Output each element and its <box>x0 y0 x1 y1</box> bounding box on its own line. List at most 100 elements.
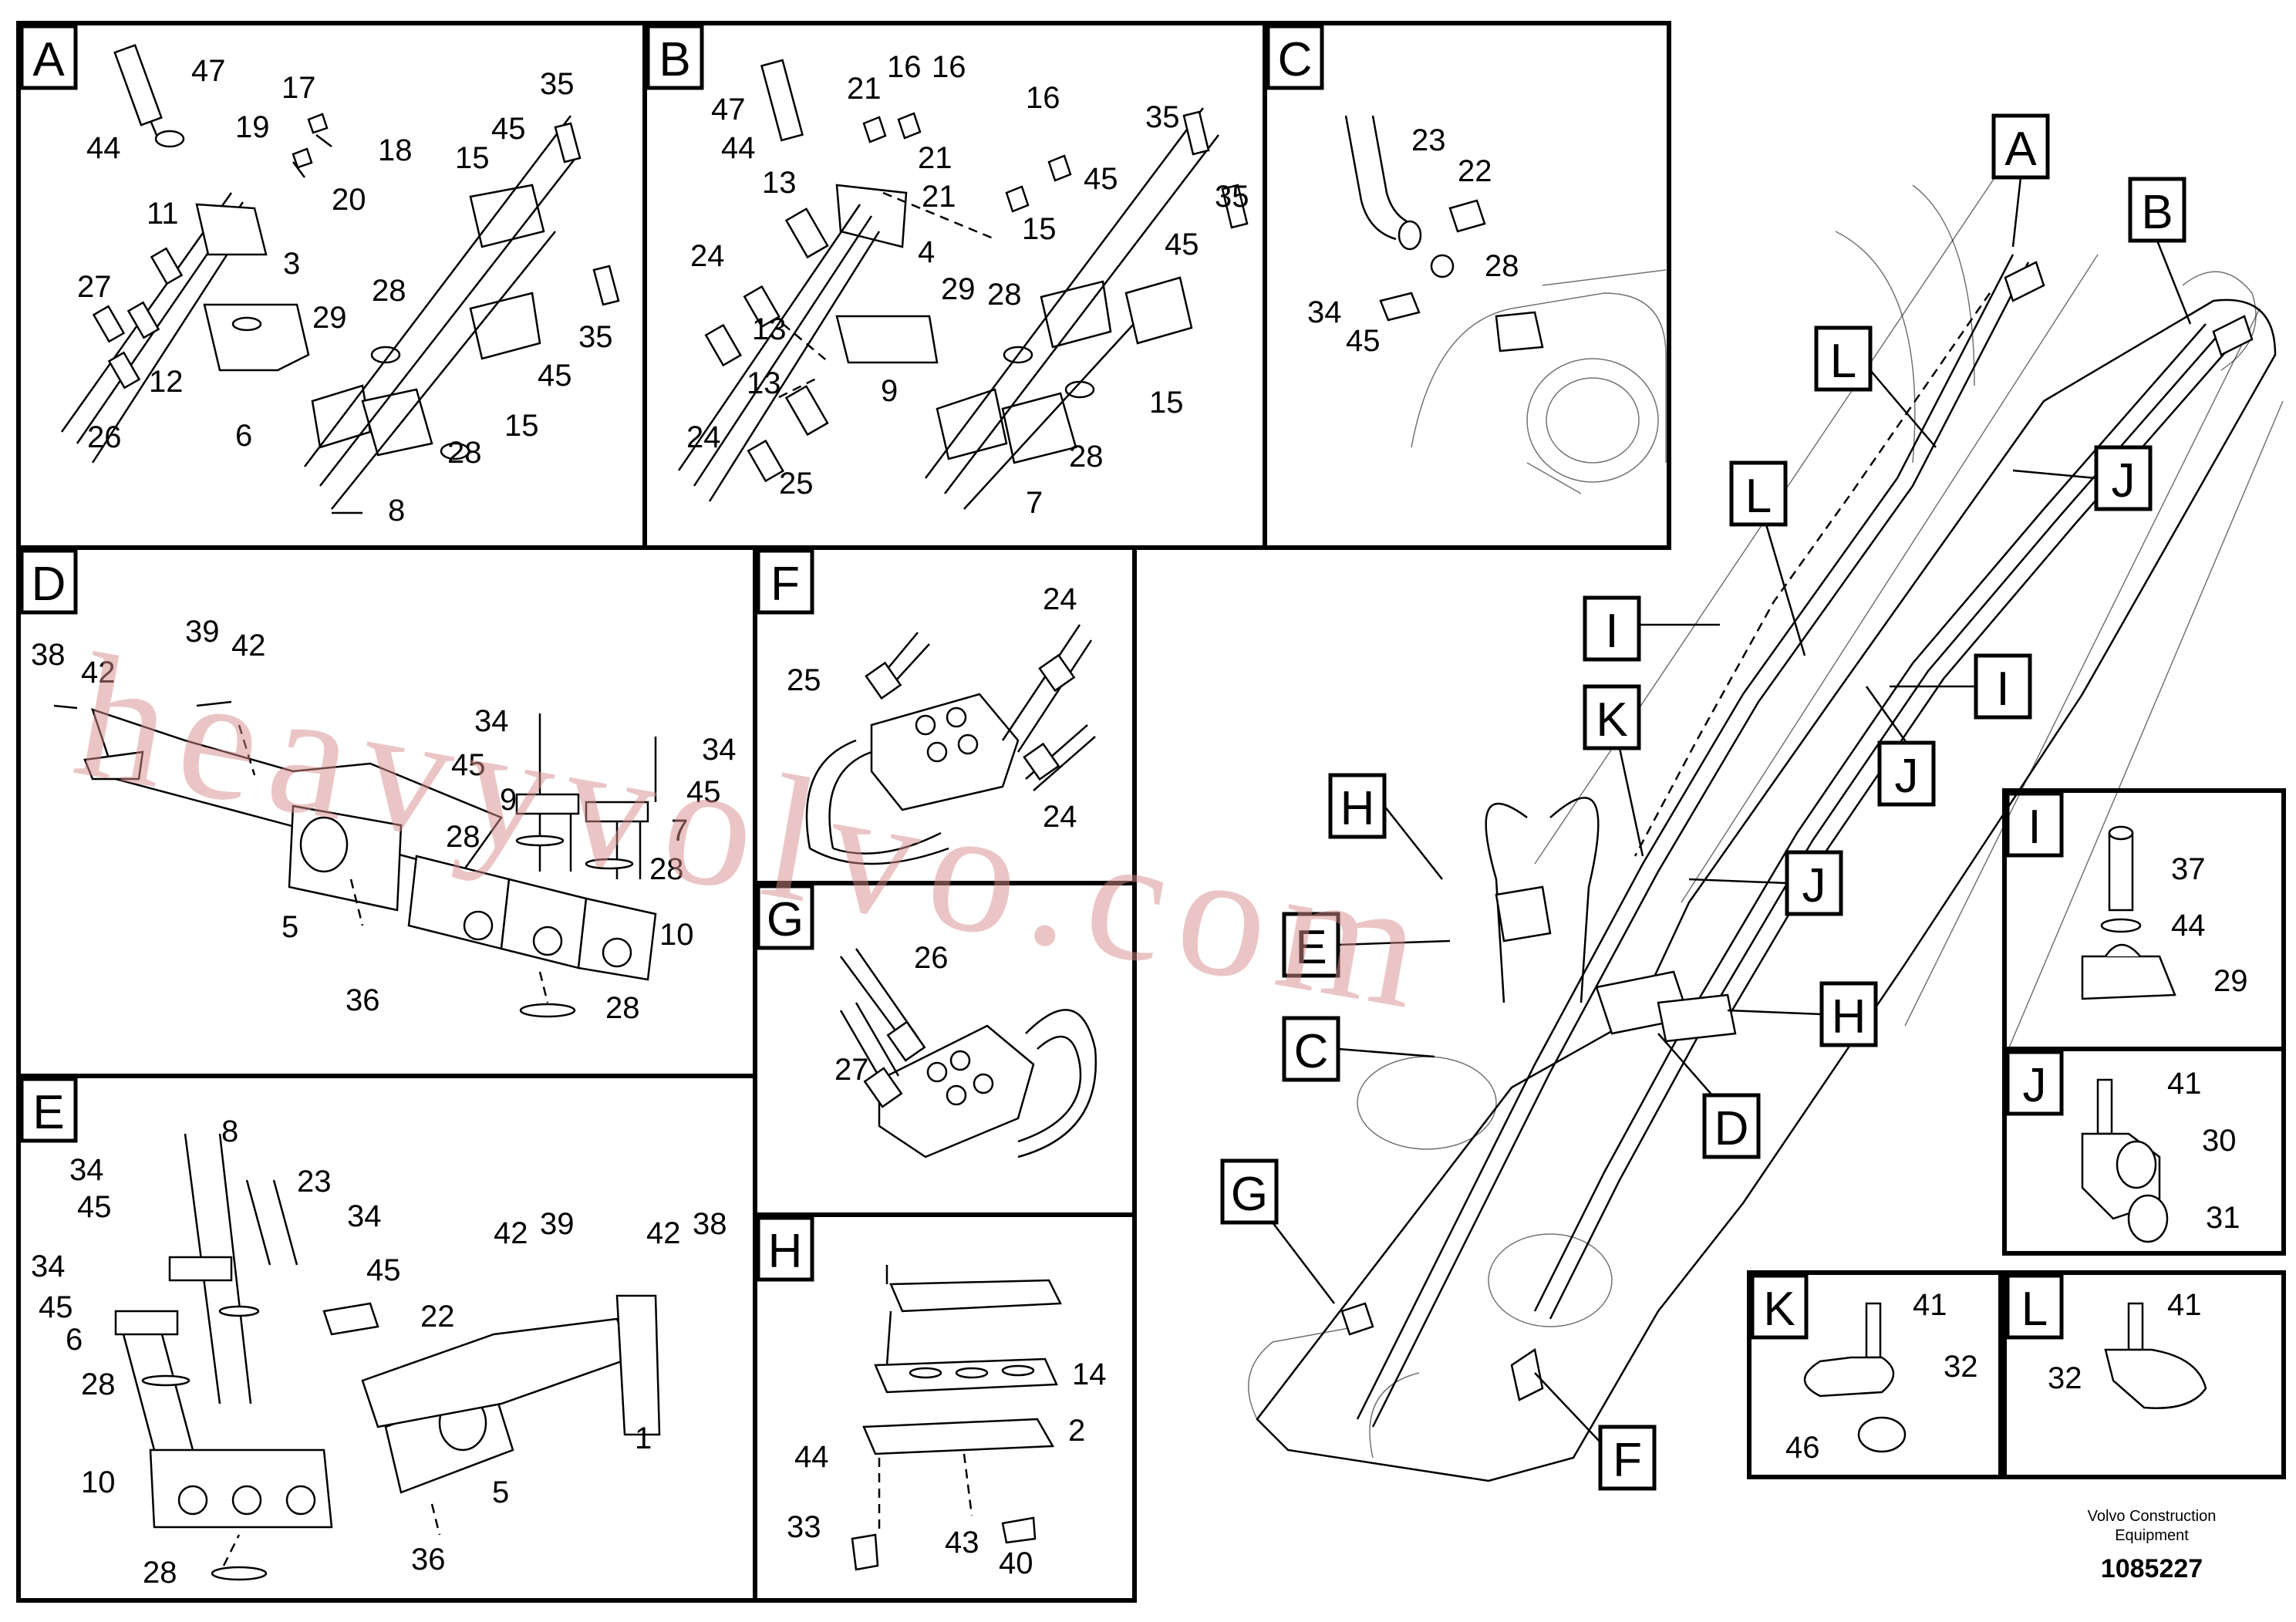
panel-l-drawing <box>2104 1302 2207 1409</box>
svg-text:26: 26 <box>87 420 122 454</box>
svg-text:7: 7 <box>671 814 688 848</box>
svg-text:24: 24 <box>686 420 721 454</box>
svg-text:K: K <box>1596 693 1627 747</box>
svg-text:18: 18 <box>378 133 413 167</box>
svg-text:22: 22 <box>420 1300 455 1334</box>
svg-text:13: 13 <box>752 312 787 346</box>
callout-b: B <box>2128 177 2192 325</box>
svg-text:9: 9 <box>500 783 517 817</box>
svg-text:34: 34 <box>31 1249 66 1283</box>
panel-a-drawing <box>60 43 620 514</box>
callout-h-upper: H <box>1328 773 1443 880</box>
svg-text:45: 45 <box>1346 324 1381 358</box>
panel-k-tag: K <box>1750 1273 1809 1340</box>
svg-text:5: 5 <box>282 910 298 944</box>
callout-c: C <box>1282 1016 1435 1082</box>
svg-text:37: 37 <box>2171 852 2206 886</box>
svg-text:L: L <box>2021 1283 2048 1336</box>
svg-text:28: 28 <box>987 278 1022 312</box>
svg-text:21: 21 <box>847 72 882 106</box>
panel-h-drawing <box>851 1265 1062 1571</box>
svg-text:46: 46 <box>1785 1431 1820 1465</box>
svg-text:5: 5 <box>492 1475 509 1509</box>
svg-text:E: E <box>32 1086 64 1139</box>
svg-text:34: 34 <box>1307 295 1342 329</box>
callout-l-upper: L <box>1814 325 1937 448</box>
svg-text:45: 45 <box>451 748 486 782</box>
footer-company-line-1: Volvo Construction <box>2088 1508 2217 1525</box>
svg-text:1: 1 <box>635 1421 652 1455</box>
panel-k-frame <box>1747 1270 2003 1479</box>
svg-text:7: 7 <box>1026 486 1043 520</box>
svg-text:24: 24 <box>1043 800 1077 834</box>
svg-text:24: 24 <box>690 239 725 273</box>
svg-text:6: 6 <box>66 1323 83 1357</box>
svg-text:43: 43 <box>945 1526 979 1560</box>
panel-c-labels: 23 22 28 34 45 <box>1307 123 1519 358</box>
svg-text:E: E <box>1295 921 1327 974</box>
panel-b-labels: 16 16 21 47 44 21 16 35 13 21 45 15 24 4… <box>686 50 1249 520</box>
callout-j-upper: J <box>2012 445 2153 511</box>
panel-l-labels: 41 32 <box>2048 1288 2202 1395</box>
svg-text:A: A <box>32 33 65 86</box>
svg-text:27: 27 <box>77 270 112 304</box>
svg-text:23: 23 <box>1411 123 1446 157</box>
panel-g-tag: G <box>756 884 814 950</box>
svg-text:42: 42 <box>646 1216 681 1250</box>
svg-text:39: 39 <box>185 615 220 649</box>
callout-j-lower: J <box>1688 850 1843 916</box>
svg-text:B: B <box>659 33 690 86</box>
svg-text:16: 16 <box>1026 81 1060 115</box>
svg-text:24: 24 <box>1043 582 1077 616</box>
panel-i-labels: 37 44 29 <box>2171 852 2248 998</box>
svg-text:14: 14 <box>1072 1357 1107 1391</box>
panel-d-drawing <box>53 700 657 1018</box>
svg-text:30: 30 <box>2202 1124 2237 1158</box>
panel-b-drawing <box>677 59 1249 510</box>
panel-l-tag: L <box>2005 1273 2064 1340</box>
svg-text:23: 23 <box>297 1165 332 1199</box>
callout-g: G <box>1220 1158 1335 1304</box>
panel-g-drawing <box>839 948 1097 1158</box>
callout-j-middle: J <box>1865 686 1936 807</box>
svg-text:45: 45 <box>39 1290 73 1324</box>
svg-text:C: C <box>1294 1025 1329 1078</box>
svg-text:2: 2 <box>1068 1414 1085 1448</box>
svg-text:42: 42 <box>81 656 116 690</box>
svg-text:16: 16 <box>932 50 966 84</box>
svg-text:8: 8 <box>388 494 405 528</box>
svg-text:C: C <box>1278 33 1313 86</box>
svg-text:8: 8 <box>221 1114 238 1148</box>
svg-text:45: 45 <box>1165 228 1199 261</box>
svg-text:34: 34 <box>69 1153 104 1187</box>
svg-text:45: 45 <box>77 1190 112 1224</box>
svg-text:29: 29 <box>312 301 347 335</box>
svg-text:42: 42 <box>494 1216 528 1250</box>
panel-e-drawing <box>114 1133 661 1581</box>
panel-c-drawing <box>1344 115 1667 494</box>
panel-i-tag: I <box>2005 791 2064 858</box>
callout-l-middle: L <box>1729 460 1806 656</box>
svg-text:I: I <box>1605 605 1618 658</box>
svg-text:10: 10 <box>81 1465 116 1499</box>
svg-text:H: H <box>1340 782 1375 835</box>
callout-e: E <box>1282 912 1451 978</box>
svg-text:D: D <box>32 558 66 611</box>
svg-text:17: 17 <box>282 71 316 105</box>
svg-text:44: 44 <box>794 1440 829 1474</box>
panel-b-tag: B <box>646 24 704 90</box>
callout-h-lower: H <box>1727 981 1878 1047</box>
svg-text:44: 44 <box>2171 909 2206 943</box>
svg-text:11: 11 <box>147 197 179 231</box>
callout-f: F <box>1534 1372 1657 1491</box>
svg-text:J: J <box>2112 454 2136 508</box>
panel-j-drawing <box>2081 1078 2169 1243</box>
svg-text:28: 28 <box>605 991 640 1025</box>
svg-text:H: H <box>1832 990 1866 1044</box>
svg-text:L: L <box>1745 470 1772 523</box>
svg-text:44: 44 <box>86 131 121 165</box>
svg-text:16: 16 <box>887 50 922 84</box>
callout-a: A <box>1991 113 2050 248</box>
svg-text:6: 6 <box>235 419 252 453</box>
footer-company-line-2: Equipment <box>2115 1527 2189 1544</box>
